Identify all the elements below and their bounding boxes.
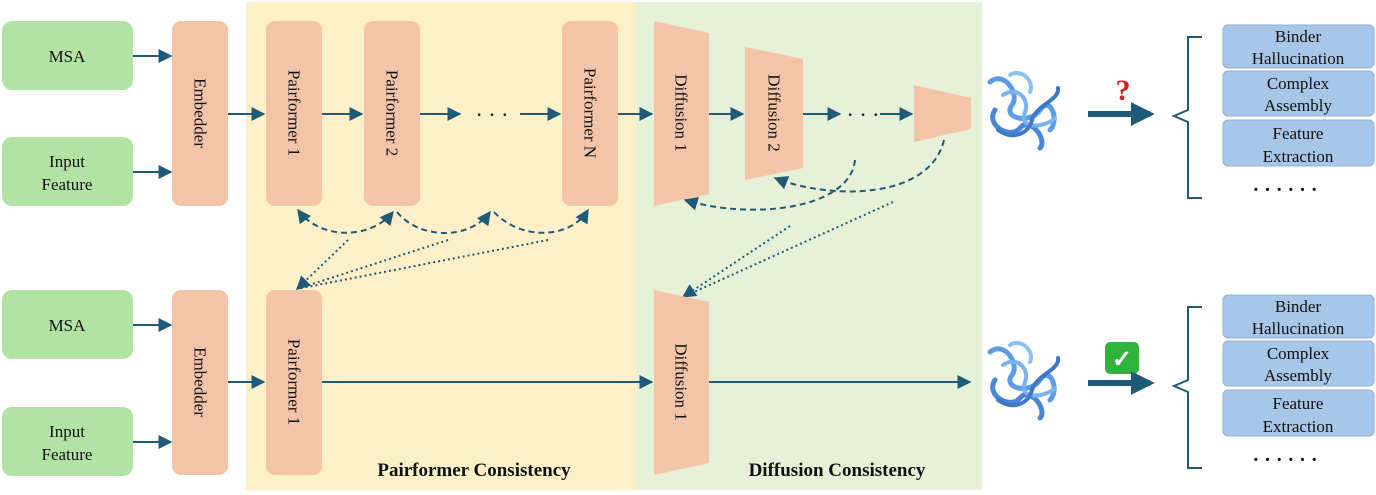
bottom-app-feature-line2: Extraction — [1263, 417, 1334, 436]
bottom-input-feature-box: Input Feature — [2, 407, 133, 476]
bottom-row: MSA Input Feature Embedder Pairformer 1 … — [2, 290, 1375, 476]
top-app-complex-line2: Assembly — [1264, 96, 1333, 115]
top-row: MSA Input Feature Embedder Pairformer 1 … — [2, 21, 1375, 206]
top-protein-structure-icon — [987, 71, 1060, 151]
top-pairformer-1-label: Pairformer 1 — [285, 70, 304, 156]
diffusion-alignment-lines — [681, 201, 894, 298]
top-app-feature-line1: Feature — [1273, 124, 1324, 143]
bottom-input-feature-line2: Feature — [42, 445, 93, 464]
top-input-feature-box: Input Feature — [2, 137, 133, 206]
bottom-pairformer-1-label: Pairformer 1 — [285, 339, 304, 425]
bottom-input-feature-line1: Input — [49, 422, 85, 441]
top-embedder-label: Embedder — [191, 78, 210, 148]
top-diffusion-2-label: Diffusion 2 — [765, 74, 784, 152]
top-app-binder-line2: Hallucination — [1252, 49, 1345, 68]
top-app-feature-extraction: Feature Extraction — [1222, 119, 1375, 167]
bottom-app-feature-line1: Feature — [1273, 394, 1324, 413]
diffusion-consistency-arcs — [683, 139, 945, 211]
top-pairformer-n-box: Pairformer N — [562, 21, 618, 206]
checkmark-glyph: ✓ — [1112, 347, 1132, 373]
top-pairformer-2-box: Pairformer 2 — [364, 21, 420, 206]
bottom-app-complex-assembly: Complex Assembly — [1222, 340, 1375, 387]
top-applications-brace — [1171, 36, 1202, 199]
bottom-pairformer-1-box: Pairformer 1 — [266, 290, 322, 475]
top-diffusion-1-label: Diffusion 1 — [672, 74, 691, 152]
diffusion-consistency-label: Diffusion Consistency — [749, 460, 926, 481]
bottom-diffusion-1-label: Diffusion 1 — [672, 343, 691, 421]
pairformer-alignment-lines — [295, 239, 549, 290]
top-app-complex-assembly: Complex Assembly — [1222, 70, 1375, 117]
question-mark-icon: ? — [1116, 74, 1131, 107]
top-pairformer-1-box: Pairformer 1 — [266, 21, 322, 206]
top-diffusion-2-block: Diffusion 2 — [745, 47, 803, 180]
top-embedder-box: Embedder — [172, 21, 228, 206]
top-app-feature-line2: Extraction — [1263, 147, 1334, 166]
bottom-app-binder-line2: Hallucination — [1252, 319, 1345, 338]
top-diffusion-1-block: Diffusion 1 — [654, 21, 709, 206]
bottom-app-binder-hallucination: Binder Hallucination — [1222, 294, 1375, 339]
bottom-app-binder-line1: Binder — [1275, 297, 1322, 316]
bottom-app-complex-line1: Complex — [1267, 344, 1330, 363]
bottom-app-complex-line2: Assembly — [1264, 366, 1333, 385]
top-app-binder-line1: Binder — [1275, 27, 1322, 46]
bottom-msa-box: MSA — [2, 290, 133, 359]
top-pairformer-ellipsis: · · · — [476, 102, 509, 127]
top-app-complex-line1: Complex — [1267, 74, 1330, 93]
top-pairformer-2-label: Pairformer 2 — [383, 70, 402, 156]
bottom-msa-label: MSA — [49, 316, 87, 335]
top-diffusion-n-block — [914, 85, 971, 142]
top-input-feature-line1: Input — [49, 152, 85, 171]
bottom-embedder-label: Embedder — [191, 347, 210, 417]
bottom-diffusion-1-block: Diffusion 1 — [654, 290, 709, 475]
top-input-feature-line2: Feature — [42, 175, 93, 194]
bottom-app-feature-extraction: Feature Extraction — [1222, 389, 1375, 437]
pairformer-consistency-label: Pairformer Consistency — [377, 460, 571, 481]
top-msa-label: MSA — [49, 47, 87, 66]
top-pairformer-n-label: Pairformer N — [581, 68, 600, 158]
checkmark-icon: ✓ — [1105, 342, 1139, 374]
bottom-protein-structure-icon — [987, 341, 1060, 421]
top-diffusion-ellipsis: · · · — [847, 102, 880, 127]
bottom-more-applications: · · · · · · — [1252, 449, 1317, 471]
bottom-embedder-box: Embedder — [172, 290, 228, 475]
pairformer-consistency-arcs — [297, 208, 589, 234]
top-app-binder-hallucination: Binder Hallucination — [1222, 24, 1375, 69]
top-msa-box: MSA — [2, 21, 133, 90]
bottom-applications-brace — [1171, 306, 1202, 469]
top-more-applications: · · · · · · — [1252, 179, 1317, 201]
